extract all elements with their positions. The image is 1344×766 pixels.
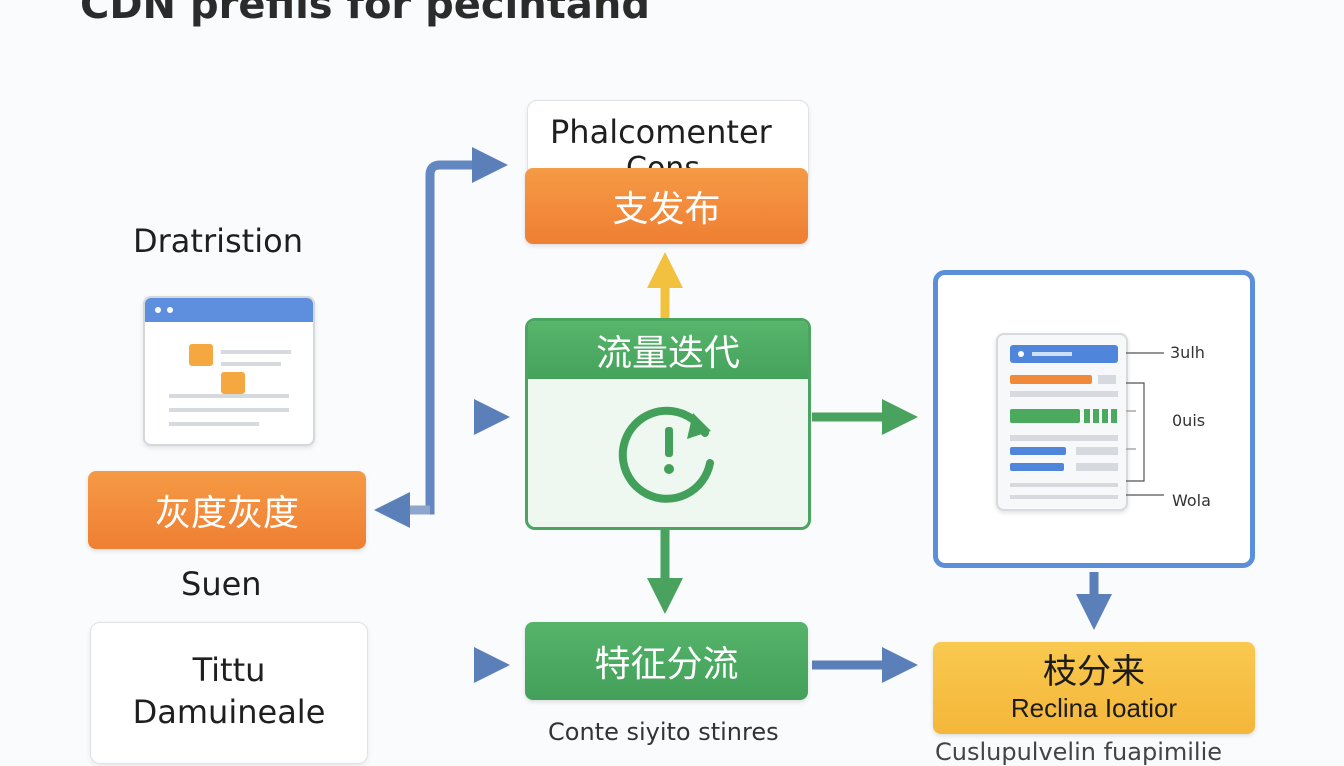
suen-label: Suen [181,565,262,603]
title-box-line2: Damuineale [132,693,326,731]
gray-release-node[interactable]: 灰度灰度 [88,471,366,549]
bottom-right-caption: Cuslupulvelin fuapimilie [935,738,1223,766]
document-panel[interactable]: 3ulh 0uis Wola [933,270,1255,568]
distribution-label: Dratristion [133,222,303,260]
browser-window-icon [143,296,315,446]
flow-iteration-header: 流量迭代 [528,321,808,379]
doc-label-1: 3ulh [1170,343,1205,362]
title-source-box[interactable]: Tittu Damuineale [90,622,368,764]
doc-label-3: Wola [1172,491,1211,510]
tech-source-line1: 枝分来 [1043,652,1145,692]
document-icon [996,333,1128,511]
bracket-lines [1126,352,1164,496]
refresh-alert-icon [618,406,714,503]
arrow-to-publish [400,147,508,515]
publish-node[interactable]: 支发布 [525,168,808,244]
tech-source-node[interactable]: 枝分来 Reclina Ioatior [933,642,1255,734]
feature-split-node[interactable]: 特征分流 [525,622,808,700]
bottom-caption: Conte siyito stinres [548,718,779,746]
diagram-title: CDN prefils for pecintand [80,0,650,28]
flow-iteration-panel[interactable]: 流量迭代 [525,318,811,530]
tech-source-line2: Reclina Ioatior [1010,693,1178,723]
phalcomenter-line1: Phalcomenter [550,113,772,151]
doc-label-2: 0uis [1172,411,1206,430]
arrows-layer [374,147,1112,683]
title-box-line1: Tittu [192,651,266,689]
